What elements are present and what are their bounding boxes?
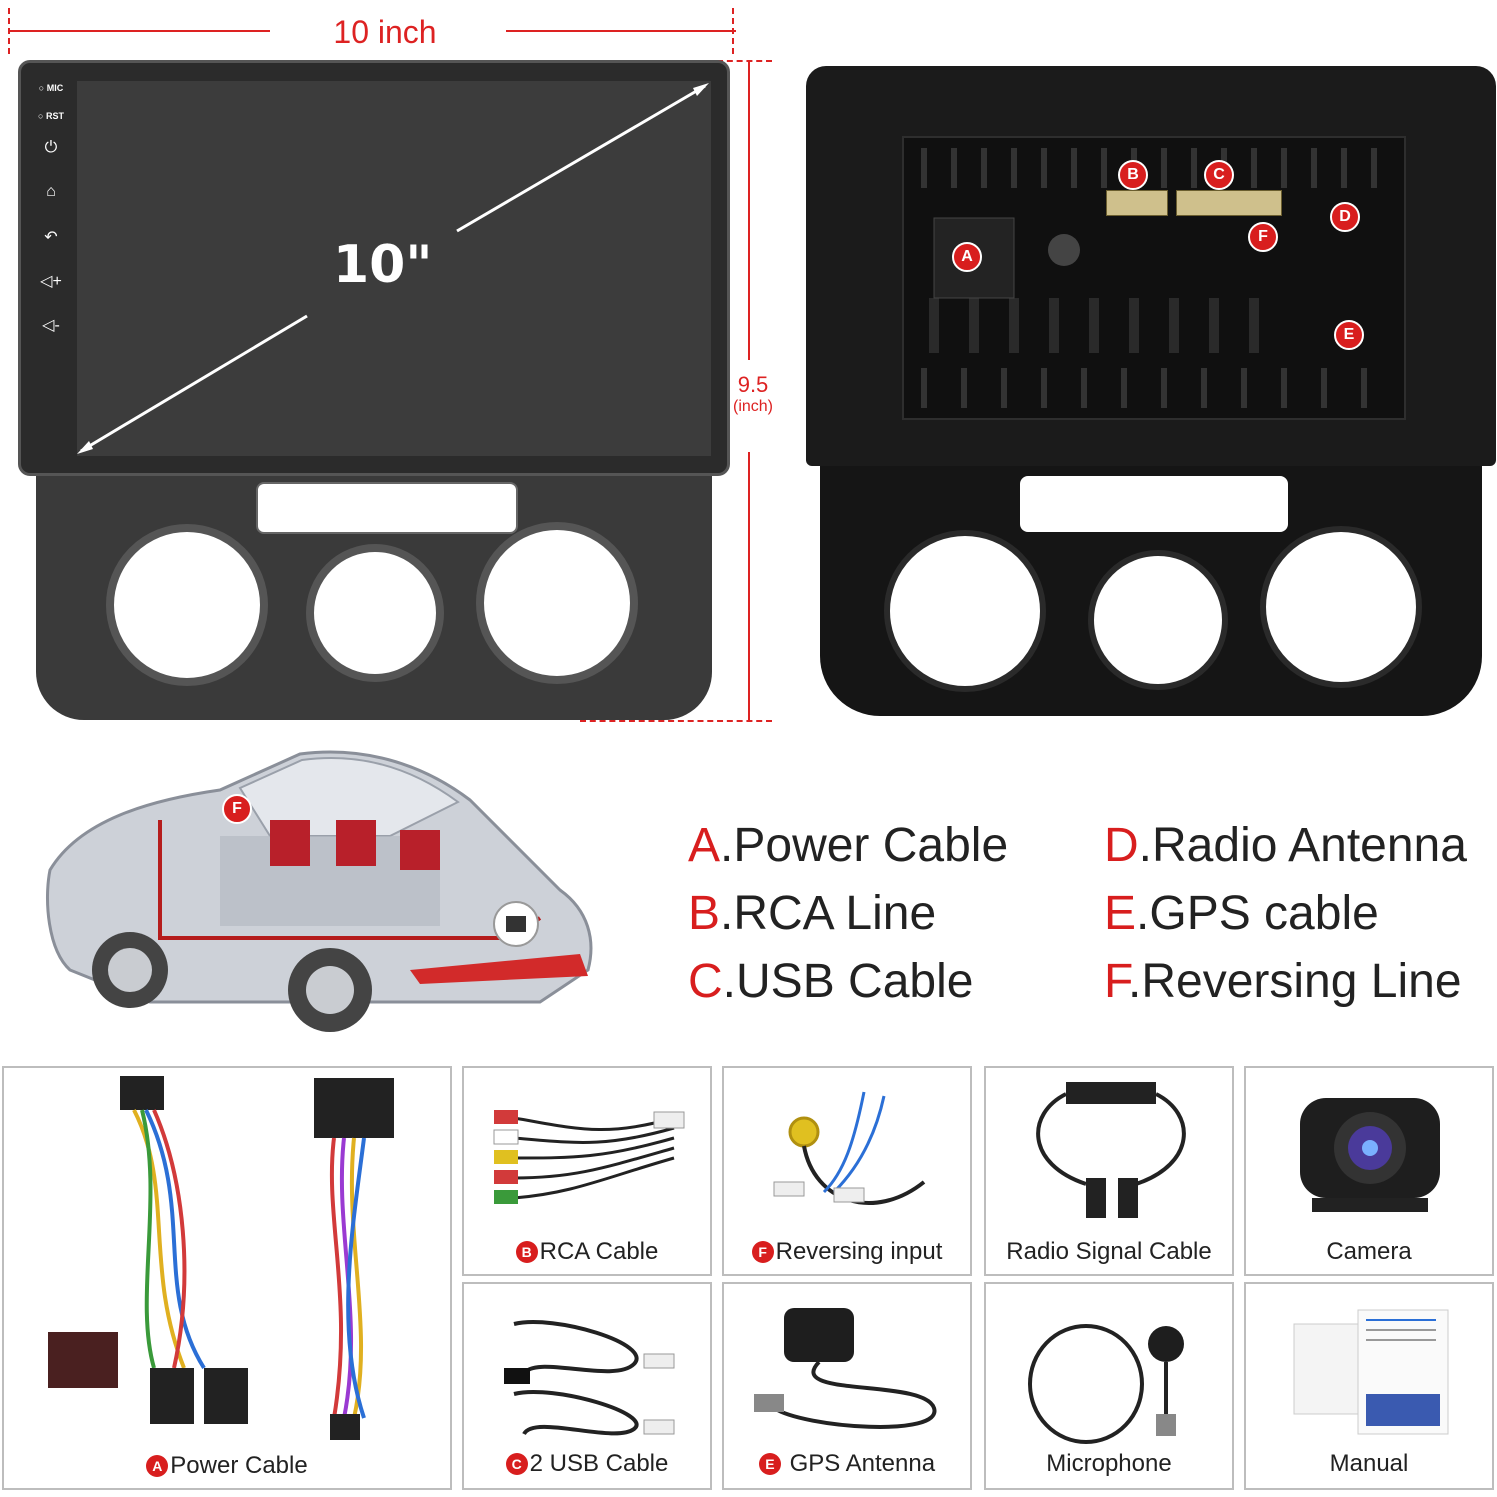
power-icon[interactable]: ⏻ <box>44 139 58 156</box>
screen-size-label: 10" <box>333 235 433 295</box>
front-vent-left <box>106 524 268 686</box>
rca-port <box>1106 190 1168 216</box>
reversing-input-badge: F <box>751 1241 774 1263</box>
home-icon[interactable]: ⌂ <box>46 183 56 200</box>
height-dimension-label: 9.5 (inch) <box>718 372 788 416</box>
usb-cable-badge: C <box>505 1453 528 1475</box>
rear-connector-bay <box>902 136 1406 420</box>
badge-d: D <box>1330 202 1360 232</box>
mic-label: ○ MIC <box>38 83 64 93</box>
accessory-microphone: Microphone <box>984 1282 1234 1490</box>
width-dimension-line-left <box>8 30 270 32</box>
front-vent-center <box>306 544 444 682</box>
rst-label: ○ RST <box>38 111 64 121</box>
rear-vent-left <box>884 530 1046 692</box>
front-head-unit: ○ MIC ○ RST ⏻ ⌂ ↶ ◁+ ◁- 10" <box>18 60 730 720</box>
badge-f: F <box>1248 222 1278 252</box>
badge-a: A <box>952 242 982 272</box>
badge-e: E <box>1334 320 1364 350</box>
rear-head-unit: A B C D E F <box>806 66 1496 716</box>
accessory-camera: Camera <box>1244 1066 1494 1276</box>
rear-heatsink-fins <box>921 148 1377 408</box>
manual-caption: Manual <box>1329 1450 1409 1477</box>
rear-dash-slot <box>1020 476 1288 532</box>
width-dimension-tick-right <box>732 8 734 54</box>
legend-item-a: A.Power Cable <box>688 819 1009 872</box>
rear-vent-center <box>1088 550 1228 690</box>
reversing-input-image <box>773 1091 926 1205</box>
front-vent-right <box>476 522 638 684</box>
rear-housing: A B C D E F <box>806 66 1496 466</box>
car-cutaway-illustration: F <box>40 740 600 1050</box>
usb-cable-image <box>504 1320 675 1436</box>
microphone-image <box>1028 1324 1184 1444</box>
rear-vent-right <box>1260 526 1422 688</box>
rca-cable-image <box>493 1110 685 1204</box>
volume-down-icon[interactable]: ◁- <box>42 317 60 334</box>
power-cable-image <box>48 1076 394 1440</box>
legend-item-b: B.RCA Line <box>688 887 937 940</box>
accessory-gps-antenna: E GPS Antenna <box>722 1282 972 1490</box>
legend-item-e: E.GPS cable <box>1104 887 1379 940</box>
power-cable-badge: A <box>146 1455 169 1477</box>
rst-dot-icon: ○ <box>38 111 46 121</box>
legend-item-c: C.USB Cable <box>688 955 974 1008</box>
front-dash-frame <box>36 476 712 720</box>
gps-antenna-caption: E GPS Antenna <box>724 1450 970 1478</box>
accessory-radio-signal-cable: Radio Signal Cable <box>984 1066 1234 1276</box>
car-illustration <box>45 750 593 1032</box>
legend-item-d: D.Radio Antenna <box>1104 819 1467 872</box>
legend-item-f: F.Reversing Line <box>1104 955 1462 1008</box>
badge-b: B <box>1118 160 1148 190</box>
front-dash-slot <box>256 482 518 534</box>
width-dimension-label: 10 inch <box>333 14 437 50</box>
badge-c: C <box>1204 160 1234 190</box>
accessory-manual: Manual <box>1244 1282 1494 1490</box>
gps-antenna-badge: E <box>758 1453 781 1475</box>
height-dimension-tick-bottom <box>580 720 772 722</box>
usb-port <box>1176 190 1282 216</box>
width-dimension-tick-left <box>8 8 10 54</box>
manual-image <box>1293 1309 1449 1435</box>
mic-dot-icon: ○ <box>38 83 47 93</box>
width-dimension <box>8 8 736 54</box>
back-icon[interactable]: ↶ <box>44 229 58 246</box>
radio-signal-cable-caption: Radio Signal Cable <box>1006 1238 1212 1265</box>
radio-signal-cable-image <box>1036 1082 1186 1218</box>
height-dimension-unit: (inch) <box>732 398 773 415</box>
width-dimension-line-right <box>506 30 736 32</box>
car-badge-f: F <box>222 794 252 824</box>
connector-legend: A.Power Cable B.RCA Line C.USB Cable D.R… <box>688 812 1488 1022</box>
height-dimension-value: 9.5 <box>737 372 769 397</box>
microphone-caption: Microphone <box>1046 1450 1172 1477</box>
screen-bezel: ○ MIC ○ RST ⏻ ⌂ ↶ ◁+ ◁- 10" <box>18 60 730 476</box>
screen-diagonal-arrow <box>77 83 709 454</box>
camera-caption: Camera <box>1326 1238 1412 1265</box>
camera-image <box>1300 1098 1440 1212</box>
rear-dash-frame <box>820 466 1482 716</box>
display-screen <box>77 81 711 456</box>
volume-up-icon[interactable]: ◁+ <box>40 273 62 290</box>
height-dimension-line-bottom <box>748 452 750 722</box>
gps-antenna-image <box>754 1308 937 1429</box>
height-dimension-line-top <box>748 60 750 360</box>
rca-cable-badge: B <box>515 1241 538 1263</box>
